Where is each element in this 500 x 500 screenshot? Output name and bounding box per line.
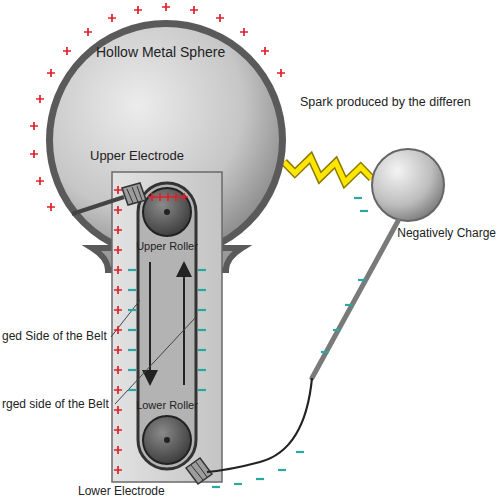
positive-charge (36, 177, 44, 185)
negative-charge (360, 210, 368, 212)
negative-charge (358, 279, 366, 281)
brush-bristles (191, 462, 207, 480)
positive-charge (114, 326, 122, 334)
insulating-rod (312, 221, 398, 378)
negative-charge (128, 389, 136, 391)
node-label: Negatively Charge (397, 226, 496, 240)
spark-bolt (284, 158, 372, 183)
belt-side-label: rged side of the Belt (2, 397, 109, 411)
positive-charge (114, 386, 122, 394)
negative-charge (198, 349, 206, 351)
negative-charge (278, 469, 286, 471)
positive-charge (114, 366, 122, 374)
positive-charge (156, 193, 164, 201)
negative-charge (212, 486, 220, 488)
positive-charge (277, 69, 285, 77)
charged-sphere: Negatively Charge (371, 148, 445, 222)
charge-signs (30, 3, 368, 487)
negative-charge (198, 289, 206, 291)
belt-column (112, 172, 222, 482)
part-label: Upper Roller (136, 240, 198, 253)
negative-charge (198, 389, 206, 391)
belt-direction-arrow (149, 262, 151, 382)
spark-label: Spark produced by the differen (300, 95, 471, 110)
positive-charge (114, 446, 122, 454)
positive-charge (114, 186, 122, 194)
negative-charge (354, 197, 362, 199)
leader-line (115, 318, 195, 404)
belt-direction-arrow (183, 265, 185, 385)
negative-charge (345, 304, 353, 306)
negative-charge (198, 309, 206, 311)
part-label: Lower Electrode (78, 484, 165, 498)
sphere-outline (371, 148, 445, 222)
positive-charge (36, 95, 44, 103)
negative-charge (296, 451, 304, 453)
positive-charge (240, 28, 248, 36)
positive-charge (114, 286, 122, 294)
node-label: Hollow Metal Sphere (96, 44, 225, 61)
positive-charge (261, 47, 269, 55)
positive-charge (114, 406, 122, 414)
leader-line (111, 300, 140, 337)
positive-charge (114, 306, 122, 314)
positive-charge (180, 193, 188, 201)
roller-axle (164, 209, 170, 215)
positive-charge (47, 203, 55, 211)
positive-charge (148, 193, 156, 201)
upper-electrode-brush (122, 183, 146, 205)
negative-charge (198, 369, 206, 371)
positive-charge (114, 206, 122, 214)
spark-outline (284, 158, 372, 183)
negative-charge (198, 269, 206, 271)
positive-charge (216, 14, 224, 22)
positive-charge (114, 466, 122, 474)
spark (284, 158, 372, 183)
positive-charge (172, 193, 180, 201)
positive-charge (47, 69, 55, 77)
part-label: Lower Roller (136, 399, 198, 412)
positive-charge (30, 150, 38, 158)
negative-charge (128, 289, 136, 291)
positive-charge (114, 226, 122, 234)
negative-charge (234, 483, 242, 485)
positive-charge (164, 193, 172, 201)
negative-charge (321, 351, 329, 353)
sphere-shape (372, 149, 444, 221)
negative-charge (128, 349, 136, 351)
positive-charge (114, 426, 122, 434)
belt-side-label: ged Side of the Belt (2, 329, 107, 343)
sphere-shape (50, 24, 283, 257)
negative-charge (198, 329, 206, 331)
positive-charge (190, 6, 198, 14)
negative-charge (128, 309, 136, 311)
positive-charge (108, 14, 116, 22)
positive-charge (162, 3, 170, 11)
positive-charge (63, 47, 71, 55)
positive-charge (114, 346, 122, 354)
brush-bristles (127, 186, 142, 203)
positive-charge (114, 266, 122, 274)
negative-charge (128, 329, 136, 331)
negative-charge (128, 369, 136, 371)
lower-roller (143, 416, 191, 464)
negative-charge (256, 478, 264, 480)
negative-charge (333, 329, 341, 331)
positive-charge (30, 122, 38, 130)
positive-charge (114, 246, 122, 254)
negative-charge (128, 269, 136, 271)
positive-charge (134, 6, 142, 14)
positive-charge (84, 28, 92, 36)
roller-axle (164, 437, 170, 443)
part-label: Upper Electrode (90, 148, 184, 164)
ground-wire (207, 378, 312, 472)
upper-roller (143, 188, 191, 236)
